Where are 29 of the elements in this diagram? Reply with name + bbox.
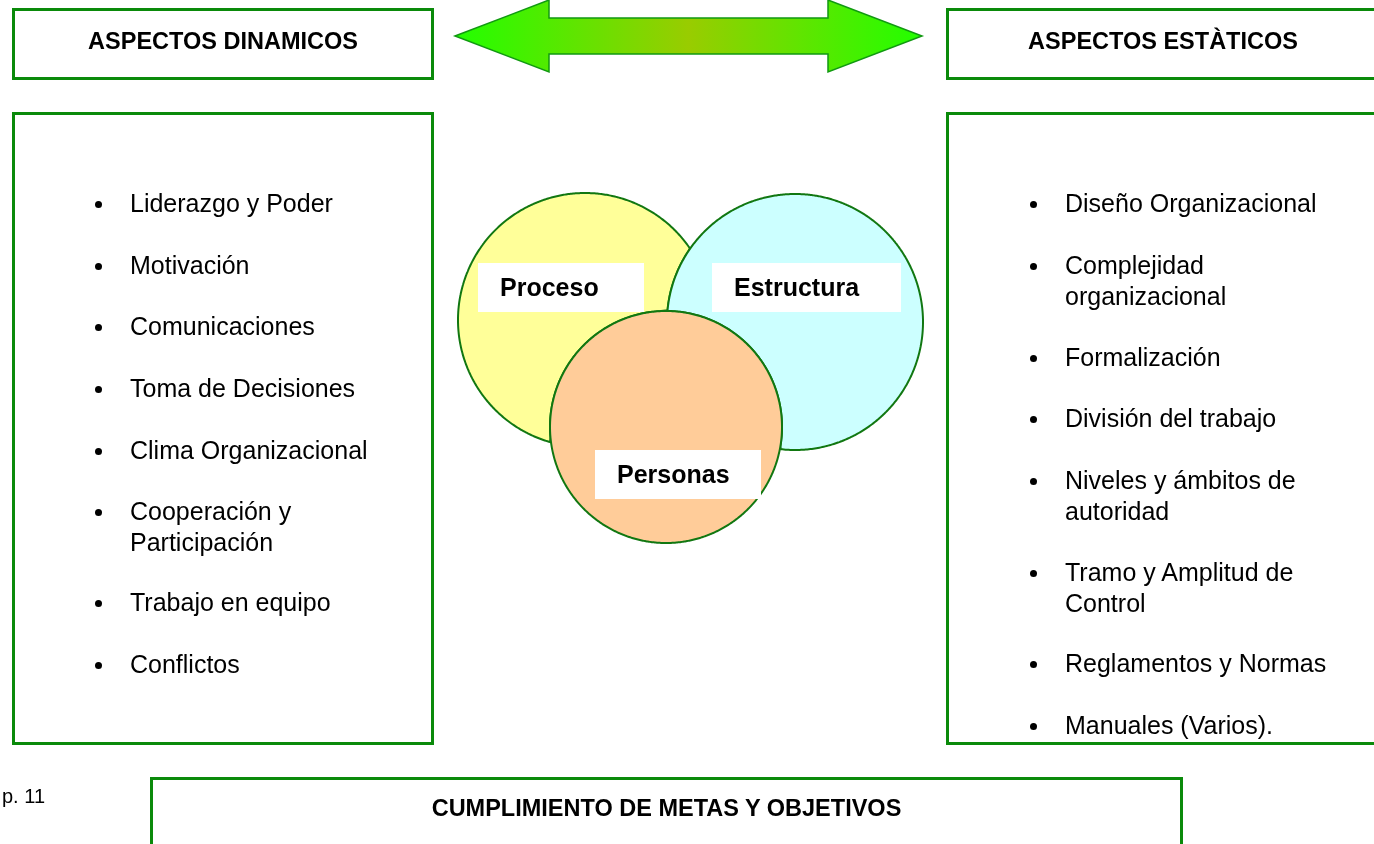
list-item-text: Cooperación y Participación [130, 497, 292, 556]
list-item-text: Clima Organizacional [130, 436, 368, 464]
header-box [150, 777, 1183, 844]
page-number: p. 11 [2, 785, 45, 808]
list-item-text: Complejidad organizacional [1065, 251, 1227, 310]
box-heading: ASPECTOS DINAMICOS [87, 28, 359, 55]
box-heading: ASPECTOS ESTÀTICOS [1027, 28, 1299, 55]
header-box [12, 8, 434, 80]
list-item-text: Manuales (Varios). [1065, 711, 1273, 739]
list-panel [12, 112, 434, 745]
list-item-text: Motivación [130, 251, 250, 279]
double-block-arrow [452, 0, 925, 74]
list-item-text: Liderazgo y Poder [130, 189, 333, 217]
box-heading: CUMPLIMIENTO DE METAS Y OBJETIVOS [430, 795, 903, 822]
list-item-text: División del trabajo [1065, 404, 1277, 432]
list-item-text: Diseño Organizacional [1065, 189, 1317, 217]
circle-label: Proceso [478, 263, 644, 312]
circle-label: Personas [595, 450, 761, 499]
circle-label: Estructura [712, 263, 901, 312]
list-item-text: Reglamentos y Normas [1065, 649, 1327, 677]
list-item-text: Niveles y ámbitos de autoridad [1065, 466, 1296, 525]
list-item-text: Conflictos [130, 650, 240, 678]
list-item-text: Comunicaciones [130, 312, 315, 340]
list-panel [946, 112, 1374, 745]
list-item-text: Tramo y Amplitud de Control [1065, 558, 1294, 617]
list-item-text: Toma de Decisiones [130, 374, 356, 402]
list-item-text: Formalización [1065, 343, 1221, 371]
header-box [946, 8, 1374, 80]
list-item-text: Trabajo en equipo [130, 588, 331, 616]
